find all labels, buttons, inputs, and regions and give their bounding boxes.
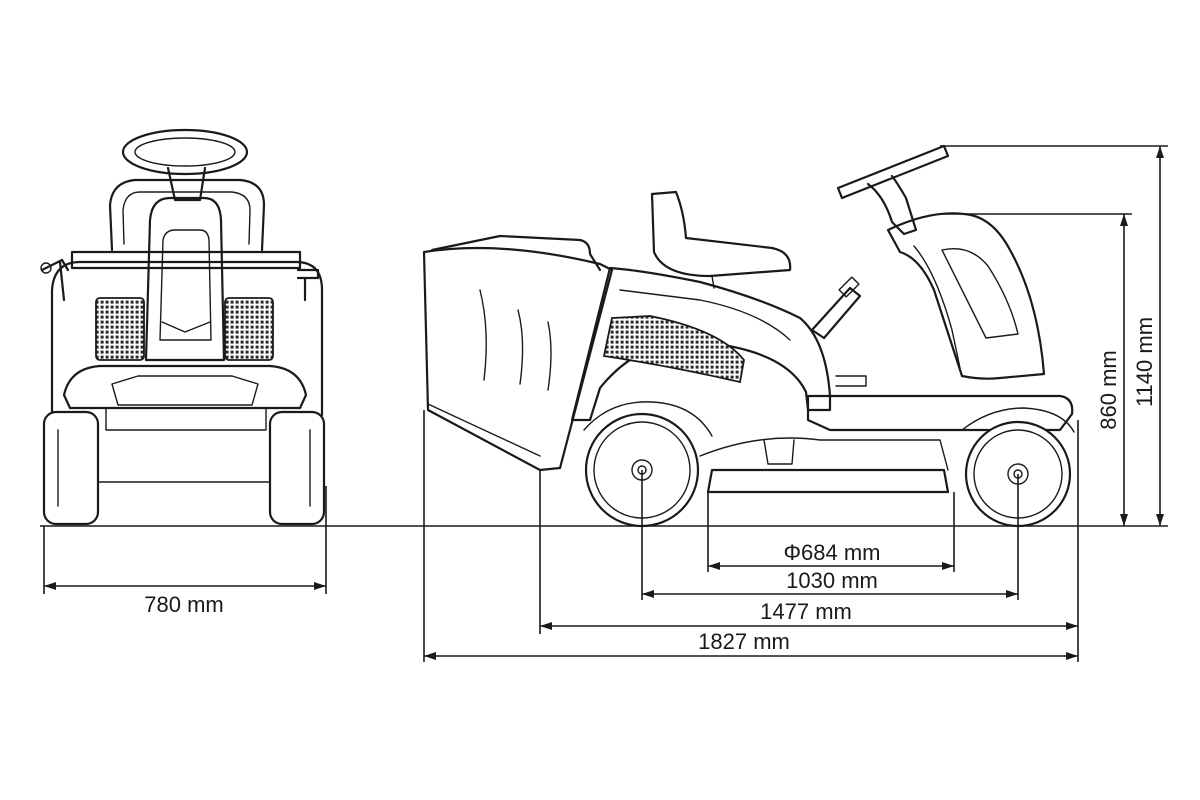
dimension-lines: 780 mm Φ684 mm 1030 mm 1477 mm 1827 mm	[40, 145, 1168, 662]
front-right-wheel	[268, 410, 326, 526]
front-bumper	[62, 364, 308, 410]
front-view	[40, 128, 326, 526]
overall-length-label: 1827 mm	[698, 629, 790, 654]
grass-bag	[422, 246, 614, 472]
front-width-arrow-right	[314, 582, 326, 590]
front-steering-wheel	[121, 128, 249, 176]
grass-bag-frame	[430, 234, 602, 272]
side-mower-deck	[706, 468, 950, 494]
side-pedal	[835, 375, 867, 387]
front-left-knob	[40, 262, 52, 274]
deck-arrow-left	[708, 562, 720, 570]
wheelbase-arrow-left	[642, 590, 654, 598]
front-bumper-inner	[111, 375, 259, 406]
side-grille	[602, 315, 745, 384]
overall-height-label: 1140 mm	[1132, 317, 1157, 407]
side-hood	[886, 212, 1046, 380]
grass-bag-fold-3	[547, 321, 552, 391]
side-seat	[650, 190, 792, 278]
side-view	[422, 144, 1075, 528]
front-right-grille	[224, 297, 274, 361]
side-hood-edge	[913, 245, 961, 369]
front-lower-plate	[105, 407, 267, 431]
side-deck-motor	[763, 439, 795, 465]
front-body	[50, 260, 324, 417]
front-seat-back	[108, 178, 266, 252]
grass-bag-bottom	[427, 403, 541, 457]
side-body-panel-line	[619, 289, 791, 341]
side-deck-housing	[699, 437, 949, 471]
front-hood-badge	[161, 321, 211, 333]
front-steering-wheel-inner	[134, 137, 236, 167]
front-deck	[95, 429, 279, 483]
length-arrow-right	[1066, 622, 1078, 630]
side-hood-window	[941, 248, 1019, 339]
front-body-top	[70, 250, 302, 270]
front-right-lever	[296, 268, 320, 302]
side-control-lever	[810, 286, 862, 340]
overall-height-arrow-bottom	[1156, 514, 1164, 526]
body-height-arrow-top	[1120, 214, 1128, 226]
wheelbase-label: 1030 mm	[786, 568, 878, 593]
length-label: 1477 mm	[760, 599, 852, 624]
front-width-label: 780 mm	[144, 592, 223, 617]
grass-bag-fold-2	[517, 309, 524, 385]
side-front-fender	[961, 407, 1075, 433]
front-left-grille	[95, 297, 145, 361]
front-hood	[144, 196, 226, 362]
overall-length-arrow-left	[424, 652, 436, 660]
overall-length-arrow-right	[1066, 652, 1078, 660]
body-height-arrow-bottom	[1120, 514, 1128, 526]
deck-diameter-label: Φ684 mm	[783, 540, 880, 565]
deck-arrow-right	[942, 562, 954, 570]
front-width-arrow-left	[44, 582, 56, 590]
wheelbase-arrow-right	[1006, 590, 1018, 598]
side-steering-column	[866, 174, 918, 236]
front-left-wheel	[42, 410, 100, 526]
overall-height-arrow-top	[1156, 146, 1164, 158]
length-arrow-left	[540, 622, 552, 630]
side-lever-knob	[838, 276, 860, 298]
side-steering-wheel	[836, 144, 950, 200]
front-hood-inner	[159, 229, 212, 341]
body-height-label: 860 mm	[1096, 350, 1121, 429]
side-chassis	[806, 394, 1074, 432]
grass-bag-fold-1	[479, 289, 487, 381]
front-seat-back-inner	[122, 191, 251, 245]
front-steering-column	[166, 166, 207, 202]
side-rear-fender	[583, 401, 713, 437]
